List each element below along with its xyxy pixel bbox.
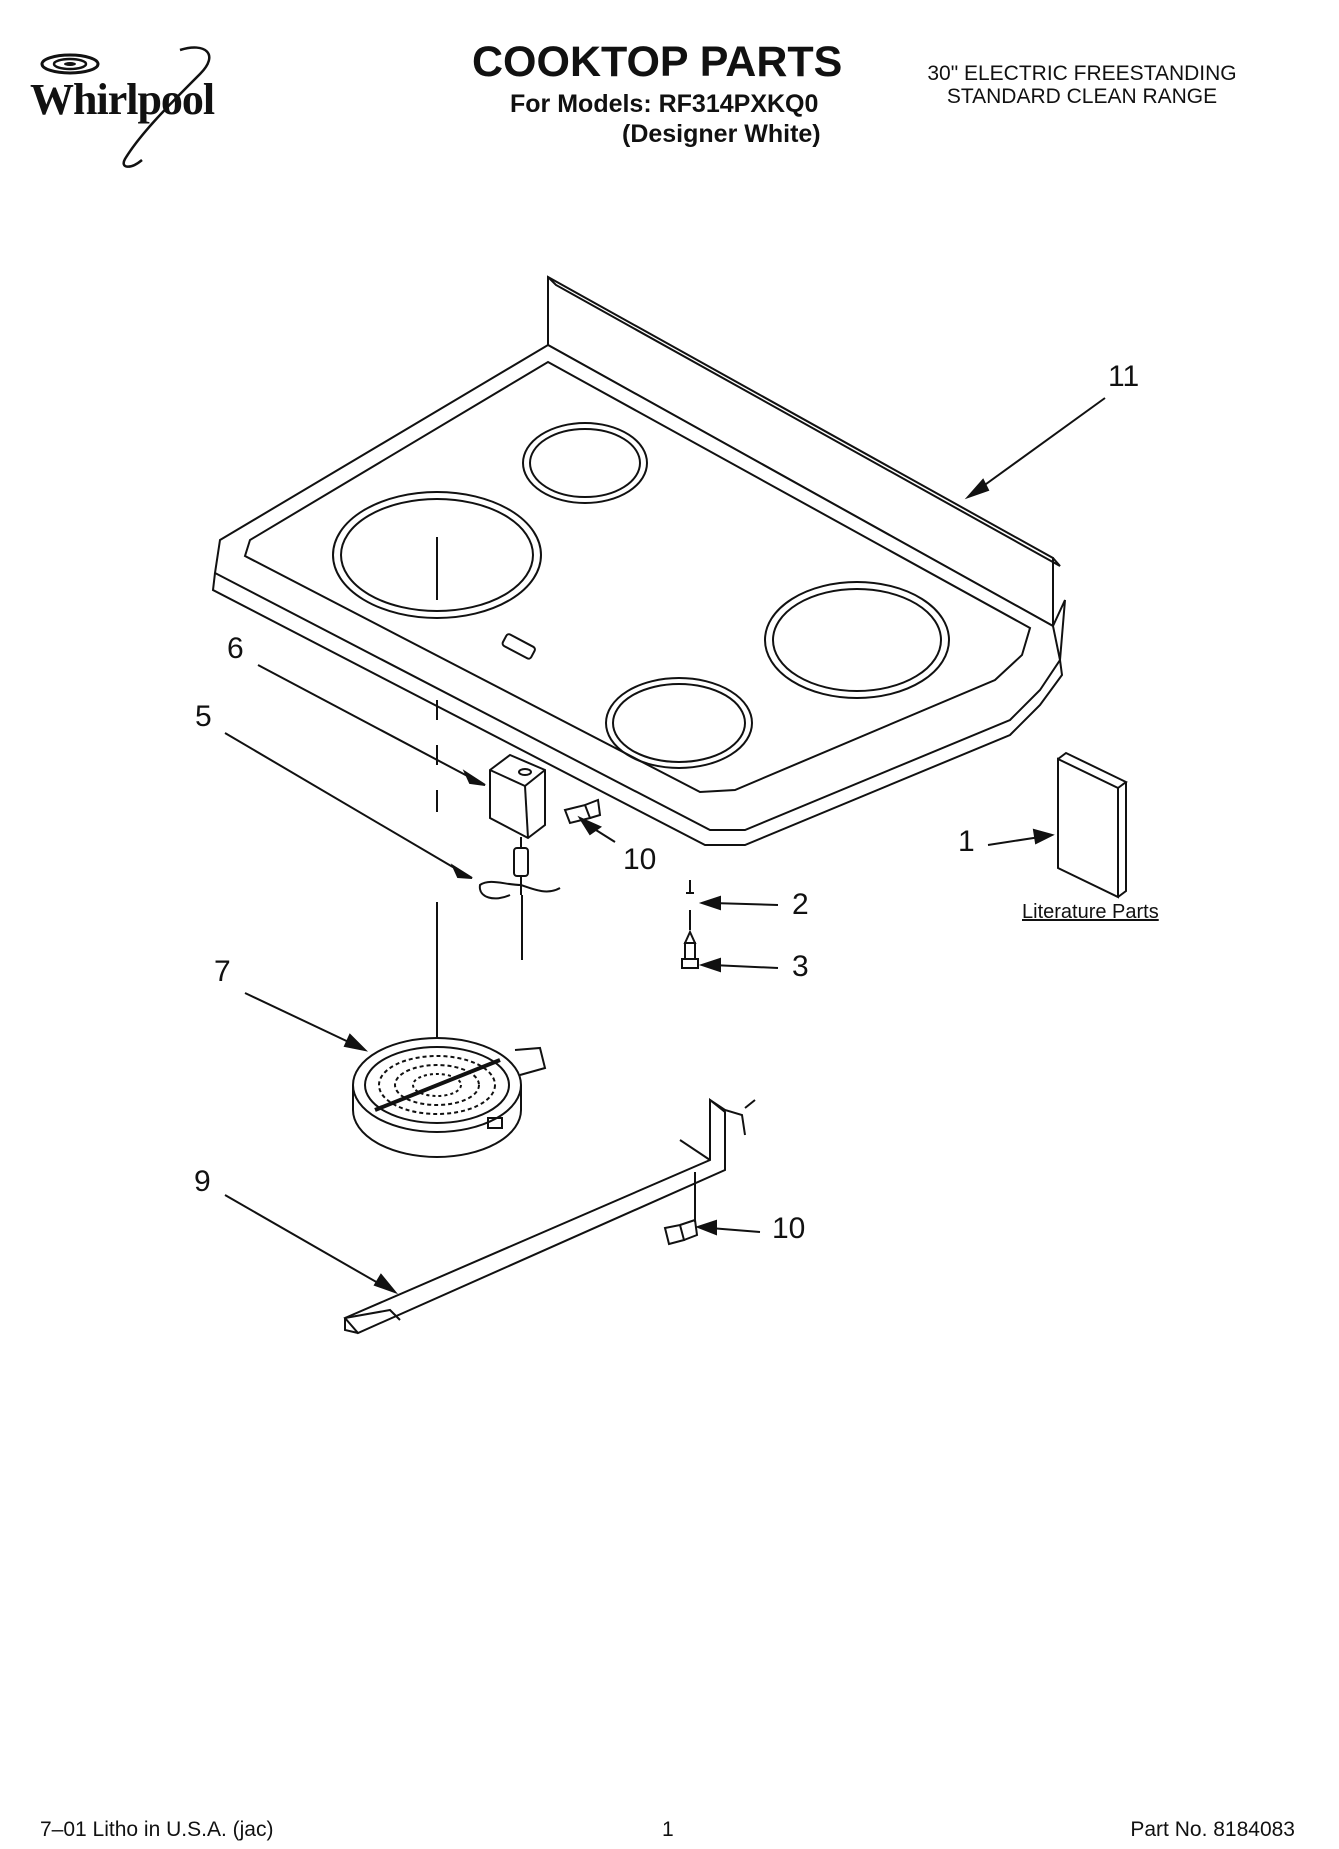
brand-wordmark: Whirlpool (30, 75, 215, 124)
callout-5: 5 (195, 700, 212, 733)
radiant-element-part (352, 1037, 547, 1158)
screw-part-3 (681, 929, 699, 969)
bracket-part (489, 753, 546, 840)
footer-part-number: Part No. 8184083 (1130, 1818, 1295, 1841)
callout-9: 9 (194, 1165, 211, 1198)
callout-2: 2 (792, 888, 809, 921)
screw-lower (663, 1172, 699, 1246)
callout-7: 7 (214, 955, 231, 988)
whirlpool-logo: Whirlpool (30, 44, 260, 174)
footer-page-number: 1 (662, 1818, 674, 1841)
leader-lines (224, 397, 1106, 1295)
product-description: 30" ELECTRIC FREESTANDING STANDARD CLEAN… (872, 62, 1292, 108)
literature-parts-caption: Literature Parts (1022, 901, 1159, 923)
variant-line: (Designer White) (622, 120, 821, 148)
hot-surface-light (501, 633, 536, 660)
whirlpool-swirl-icon (40, 46, 211, 168)
callout-11: 11 (1108, 360, 1140, 393)
description-line-2: STANDARD CLEAN RANGE (946, 85, 1218, 108)
callout-10-lower: 10 (772, 1212, 806, 1245)
description-line-1: 30" ELECTRIC FREESTANDING (927, 62, 1237, 85)
callout-1: 1 (958, 825, 975, 858)
screw-upper (563, 798, 602, 825)
model-line: For Models: RF314PXKQ0 (510, 90, 819, 118)
footer-litho: 7–01 Litho in U.S.A. (jac) (40, 1818, 274, 1841)
small-rear-burner (522, 422, 648, 504)
wire-harness-part (478, 837, 561, 900)
callout-3: 3 (792, 950, 809, 983)
cooktop-part (211, 275, 1066, 846)
small-front-burner (605, 677, 753, 769)
literature-booklet (1057, 751, 1128, 899)
large-front-burner (332, 491, 542, 619)
support-bracket-part (343, 1097, 756, 1335)
callout-6: 6 (227, 632, 244, 665)
callout-10-upper: 10 (623, 843, 657, 876)
page-title: COOKTOP PARTS (472, 38, 843, 86)
large-right-burner (764, 581, 950, 699)
